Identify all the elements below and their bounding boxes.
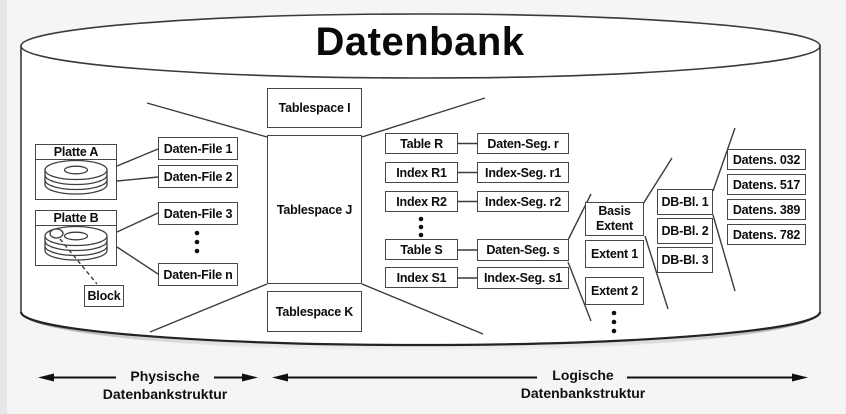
record-box: Datens. 032 [727,149,806,170]
data-file-box: Daten-File 3 [158,202,238,225]
record-box: Datens. 389 [727,199,806,220]
page-edge-strip [0,0,7,414]
legend-logical-line1: Logische [552,367,614,383]
block-box: Block [84,285,124,307]
table-box: Table R [385,133,458,154]
db-block-box: DB-Bl. 3 [657,247,713,273]
ellipsis-dots-extents [611,310,617,334]
tablespace-box-i: Tablespace I [267,88,362,128]
legend-physical-line1: Physische [130,368,200,384]
disk-box-platte-b: Platte B [35,210,117,266]
ellipsis-dots-tables [418,216,424,238]
ellipsis-dots-datafiles [194,230,200,254]
db-block-box: DB-Bl. 1 [657,189,713,215]
record-box: Datens. 782 [727,224,806,245]
data-file-box: Daten-File 2 [158,165,238,188]
extent-box-basis: Basis Extent [585,202,644,236]
extent-box-2: Extent 2 [585,277,644,305]
db-block-box: DB-Bl. 2 [657,218,713,244]
disk-box-platte-b-label: Platte B [36,211,116,226]
diagram-title: Datenbank [315,20,525,64]
segment-box: Index-Seg. r1 [477,162,569,183]
data-file-box: Daten-File 1 [158,137,238,160]
index-box: Index R2 [385,191,458,212]
index-box: Index R1 [385,162,458,183]
segment-box: Index-Seg. r2 [477,191,569,212]
tablespace-box-k: Tablespace K [267,291,362,332]
disk-box-platte-a: Platte A [35,144,117,200]
tablespace-box-j: Tablespace J [267,135,362,284]
legend-physical-line2: Datenbankstruktur [102,385,228,402]
table-box: Table S [385,239,458,260]
extent-box-1: Extent 1 [585,240,644,268]
index-box: Index S1 [385,267,458,288]
segment-box: Daten-Seg. r [477,133,569,154]
legend-physical-label: Physische Datenbankstruktur [95,368,235,403]
legend-logical-line2: Datenbankstruktur [520,384,646,401]
disk-box-platte-a-label: Platte A [36,145,116,160]
legend-logical-label: Logische Datenbankstruktur [498,367,668,402]
data-file-box: Daten-File n [158,263,238,286]
segment-box: Index-Seg. s1 [477,267,569,289]
segment-box: Daten-Seg. s [477,239,569,261]
record-box: Datens. 517 [727,174,806,195]
